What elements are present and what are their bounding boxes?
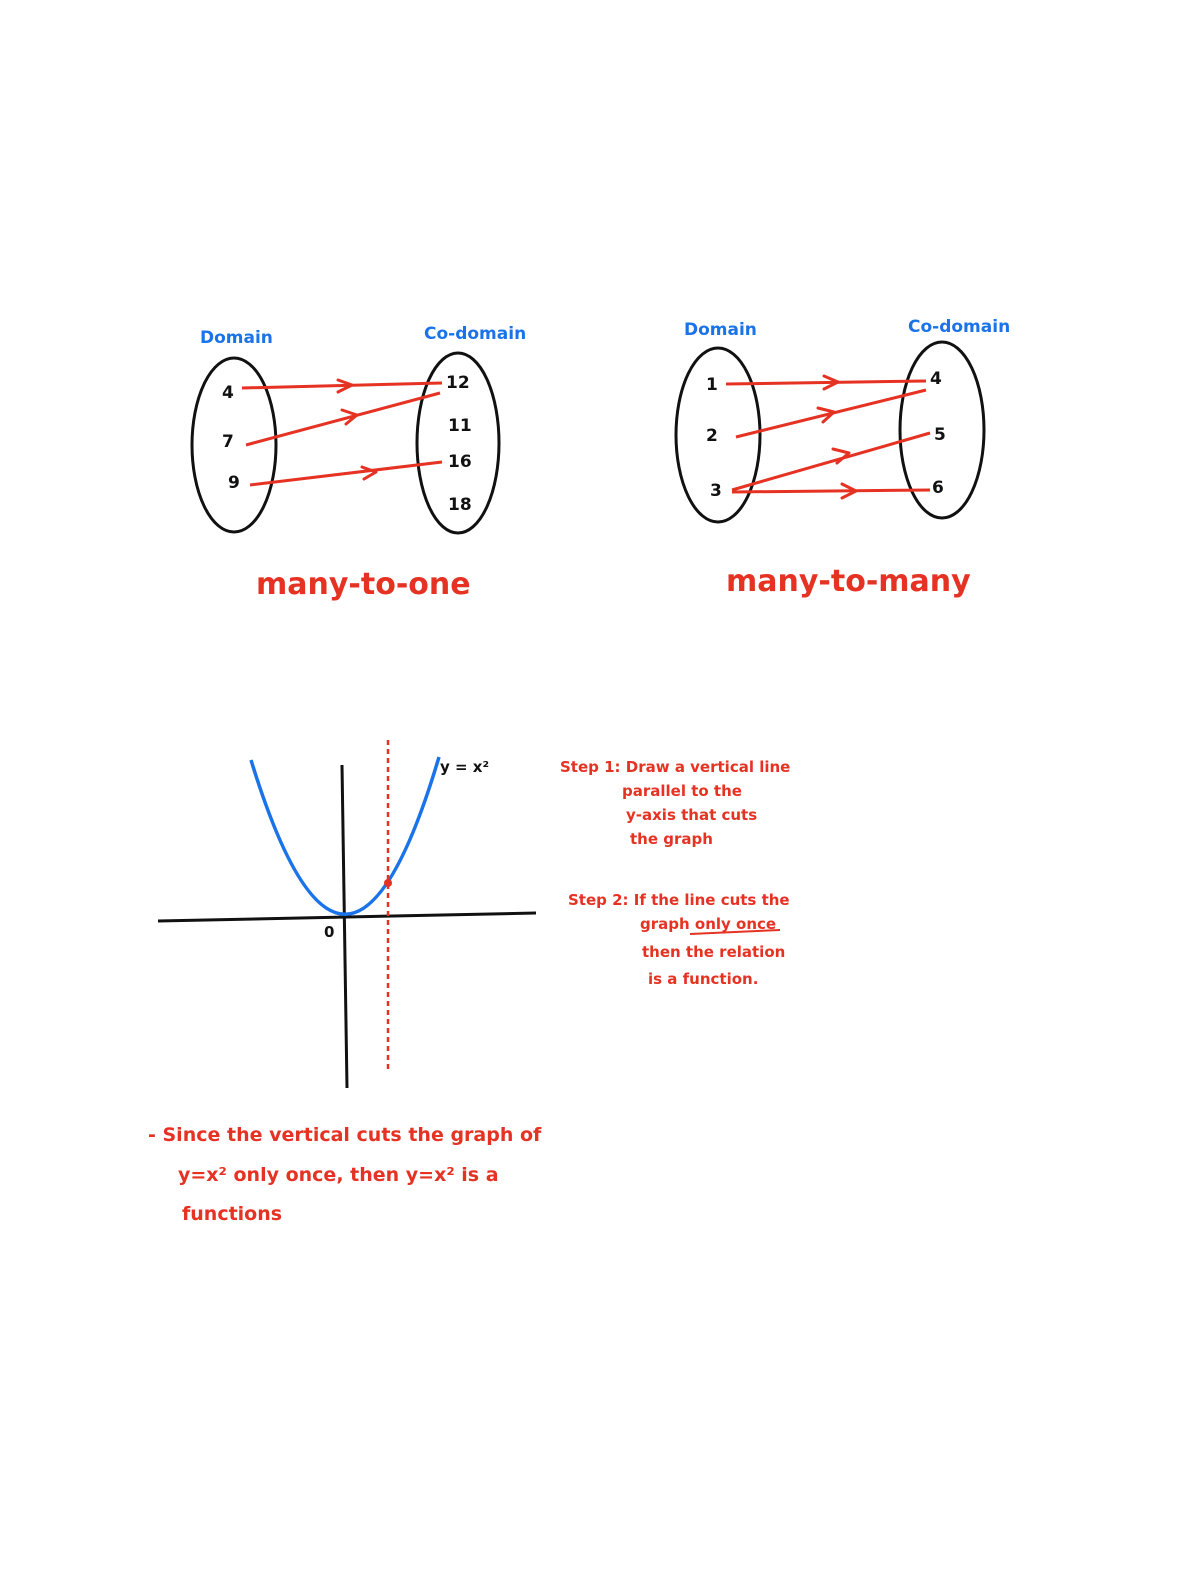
conclusion-note: - Since the vertical cuts the graph of y… xyxy=(148,1124,542,1225)
x-axis xyxy=(157,911,537,923)
domain-value: 1 xyxy=(706,375,718,395)
domain-value: 4 xyxy=(222,383,234,403)
mapping-diagram-many-to-many: Domain Co-domain 1 2 3 4 5 6 many-to-man… xyxy=(674,317,1010,599)
mapping-arrow xyxy=(731,431,931,492)
step-line: y-axis that cuts xyxy=(626,806,757,824)
parabola-curve xyxy=(249,756,441,916)
codomain-ellipse xyxy=(898,340,986,520)
mapping-arrow xyxy=(731,482,931,500)
relation-type-caption: many-to-one xyxy=(256,567,471,602)
emphasis-underline xyxy=(689,929,781,935)
domain-value: 7 xyxy=(222,432,234,452)
conclusion-line: - Since the vertical cuts the graph of xyxy=(148,1124,542,1146)
domain-value: 3 xyxy=(710,481,722,501)
step-1-note: Step 1: Draw a vertical line parallel to… xyxy=(560,758,790,848)
codomain-label: Co-domain xyxy=(424,324,526,344)
step-line: Step 2: If the line cuts the xyxy=(568,891,790,909)
relation-type-caption: many-to-many xyxy=(726,564,971,599)
domain-label: Domain xyxy=(684,320,757,340)
domain-value: 9 xyxy=(228,473,240,493)
y-axis xyxy=(340,764,349,1089)
step-line: then the relation xyxy=(642,943,785,961)
codomain-label: Co-domain xyxy=(908,317,1010,337)
codomain-value: 4 xyxy=(930,369,942,389)
codomain-value: 5 xyxy=(934,425,946,445)
equation-label: y = x² xyxy=(440,758,489,776)
codomain-value: 11 xyxy=(448,416,472,436)
mapping-arrow xyxy=(249,460,443,487)
codomain-value: 12 xyxy=(446,373,470,393)
mapping-arrow xyxy=(735,388,927,439)
step-line: Step 1: Draw a vertical line xyxy=(560,758,790,776)
domain-label: Domain xyxy=(200,328,273,348)
codomain-value: 6 xyxy=(932,478,944,498)
mapping-arrow xyxy=(241,378,443,394)
intersection-point xyxy=(384,879,392,887)
step-line: the graph xyxy=(630,830,713,848)
vertical-line-test-graph: 0 y = x² xyxy=(157,740,537,1089)
domain-ellipse xyxy=(190,356,278,534)
origin-label: 0 xyxy=(324,923,334,941)
step-2-note: Step 2: If the line cuts the graph only … xyxy=(568,891,790,988)
conclusion-line: functions xyxy=(182,1203,282,1225)
step-line: graph only once xyxy=(640,915,776,933)
mapping-arrow xyxy=(245,391,441,447)
mapping-arrow xyxy=(725,374,927,391)
conclusion-line: y=x² only once, then y=x² is a xyxy=(178,1164,499,1186)
domain-ellipse xyxy=(674,346,762,524)
step-line: parallel to the xyxy=(622,782,742,800)
domain-value: 2 xyxy=(706,426,718,446)
mapping-diagram-many-to-one: Domain Co-domain 4 7 9 12 11 16 18 many-… xyxy=(190,324,526,602)
step-line: is a function. xyxy=(648,970,758,988)
codomain-ellipse xyxy=(415,351,501,535)
codomain-value: 16 xyxy=(448,452,472,472)
codomain-value: 18 xyxy=(448,495,472,515)
